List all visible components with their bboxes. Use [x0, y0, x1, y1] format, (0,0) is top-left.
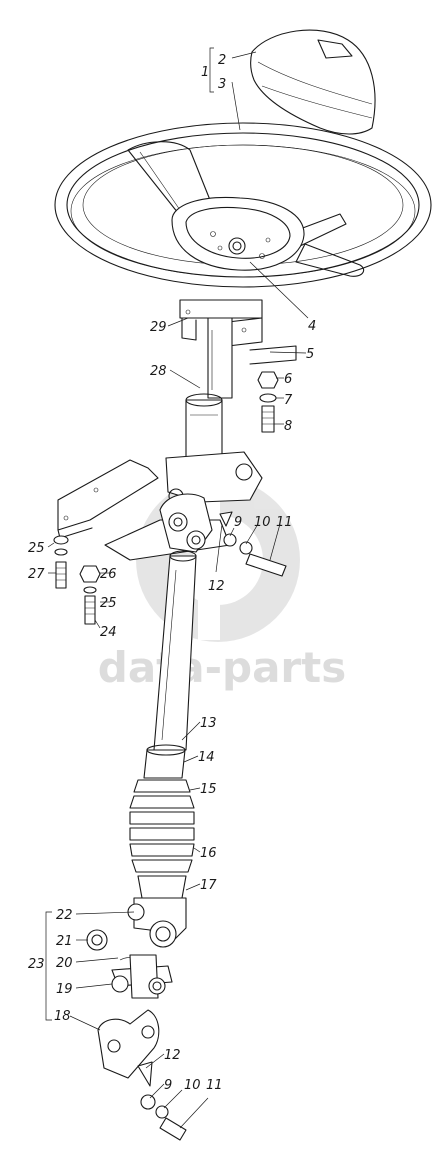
flange-yoke [97, 1009, 160, 1079]
callout-19: 19 [56, 982, 73, 997]
callout-24: 24 [100, 625, 117, 640]
callout-10-lower: 10 [184, 1078, 201, 1093]
hardware-bottom [137, 1061, 187, 1141]
hardware-left [53, 535, 101, 625]
rubber-boot [129, 779, 195, 899]
callout-8: 8 [284, 419, 292, 434]
callout-12-lower: 12 [164, 1048, 181, 1063]
callout-9-lower: 9 [164, 1078, 172, 1093]
shaft-sleeve [143, 744, 186, 779]
callout-14: 14 [198, 750, 215, 765]
callout-10-upper: 10 [254, 515, 271, 530]
callout-21: 21 [56, 934, 73, 949]
callout-16: 16 [200, 846, 217, 861]
leader-lines [47, 51, 309, 1129]
lower-yoke [127, 897, 187, 948]
callout-bracket-1 [209, 47, 214, 93]
horn-pad [250, 29, 376, 135]
upper-universal-joint [159, 493, 213, 553]
callout-22: 22 [56, 908, 73, 923]
callout-9-upper: 9 [234, 515, 242, 530]
callout-5: 5 [306, 347, 314, 362]
callout-28: 28 [150, 364, 167, 379]
callout-4: 4 [308, 319, 316, 334]
callout-20: 20 [56, 956, 73, 971]
callout-2: 2 [218, 53, 226, 68]
callout-17: 17 [200, 878, 217, 893]
callout-18: 18 [54, 1009, 71, 1024]
callout-25-left: 25 [28, 541, 45, 556]
callout-12-upper: 12 [208, 579, 225, 594]
callout-29: 29 [150, 320, 167, 335]
callout-bracket-23 [45, 911, 52, 1021]
callout-27: 27 [28, 567, 45, 582]
callout-1: 1 [201, 65, 209, 80]
callout-11-upper: 11 [276, 515, 293, 530]
hardware-upper-right [257, 371, 279, 433]
callout-labels: 1 2 3 4 5 6 7 8 9 10 11 12 13 14 15 16 1… [28, 53, 316, 1093]
callout-23: 23 [28, 957, 45, 972]
intermediate-shaft [153, 550, 197, 751]
callout-11-lower: 11 [206, 1078, 223, 1093]
callout-13: 13 [200, 716, 217, 731]
watermark-text: data-parts [98, 643, 346, 692]
hardware-mid-right [219, 511, 287, 577]
upper-column [185, 317, 233, 461]
column-bracket [179, 299, 297, 365]
callout-25-right: 25 [100, 596, 117, 611]
steering-wheel [54, 122, 432, 288]
callout-7: 7 [284, 393, 293, 408]
callout-3: 3 [218, 77, 226, 92]
callout-26: 26 [100, 567, 117, 582]
callout-6: 6 [284, 372, 292, 387]
callout-15: 15 [200, 782, 217, 797]
